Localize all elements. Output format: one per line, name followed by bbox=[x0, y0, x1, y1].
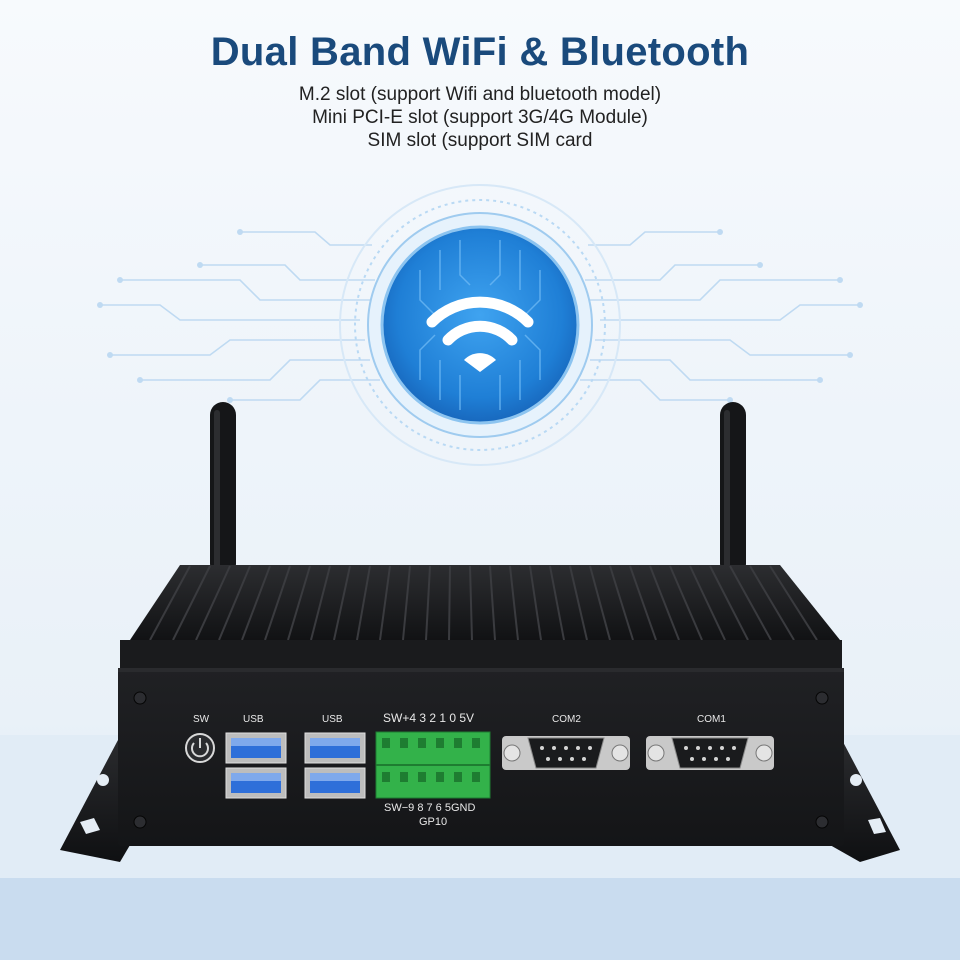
gpio-terminal-block bbox=[375, 731, 491, 799]
antenna-left bbox=[210, 402, 236, 577]
mounting-bracket-right bbox=[830, 740, 900, 862]
com1-label: COM1 bbox=[697, 714, 726, 725]
antenna-right bbox=[720, 402, 746, 577]
circuit-lines-left bbox=[100, 231, 380, 401]
gpio-top-label: SW+4 3 2 1 0 5V bbox=[383, 711, 475, 725]
feature-line-m2: M.2 slot (support Wifi and bluetooth mod… bbox=[298, 84, 662, 105]
usb-label-2: USB bbox=[322, 714, 343, 725]
gpio-bottom-label: SW−9 8 7 6 5GND bbox=[384, 802, 476, 814]
circuit-dots-left bbox=[97, 229, 243, 403]
usb-label-1: USB bbox=[243, 714, 264, 725]
heatsink bbox=[120, 565, 842, 668]
usb-ports-2 bbox=[304, 732, 366, 799]
feature-line-pcie: Mini PCI-E slot (support 3G/4G Module) bbox=[312, 107, 648, 128]
com2-port bbox=[502, 736, 630, 770]
sw-label: SW bbox=[193, 714, 210, 725]
table-surface bbox=[0, 878, 960, 960]
header: Dual Band WiFi & Bluetooth M.2 slot (sup… bbox=[0, 30, 960, 152]
gpio-name-label: GP10 bbox=[419, 816, 448, 828]
usb-ports-1 bbox=[225, 732, 287, 799]
wifi-dot bbox=[464, 353, 496, 372]
page-title: Dual Band WiFi & Bluetooth bbox=[210, 30, 750, 74]
com2-label: COM2 bbox=[552, 714, 581, 725]
circuit-dots-right bbox=[717, 229, 863, 403]
mounting-bracket-left bbox=[60, 740, 130, 862]
com1-port bbox=[646, 736, 774, 770]
wifi-icon bbox=[426, 296, 534, 346]
circuit-lines-right bbox=[580, 231, 860, 401]
power-icon bbox=[185, 733, 215, 763]
feature-line-sim: SIM slot (support SIM card bbox=[367, 130, 593, 151]
feature-list: M.2 slot (support Wifi and bluetooth mod… bbox=[0, 83, 960, 152]
